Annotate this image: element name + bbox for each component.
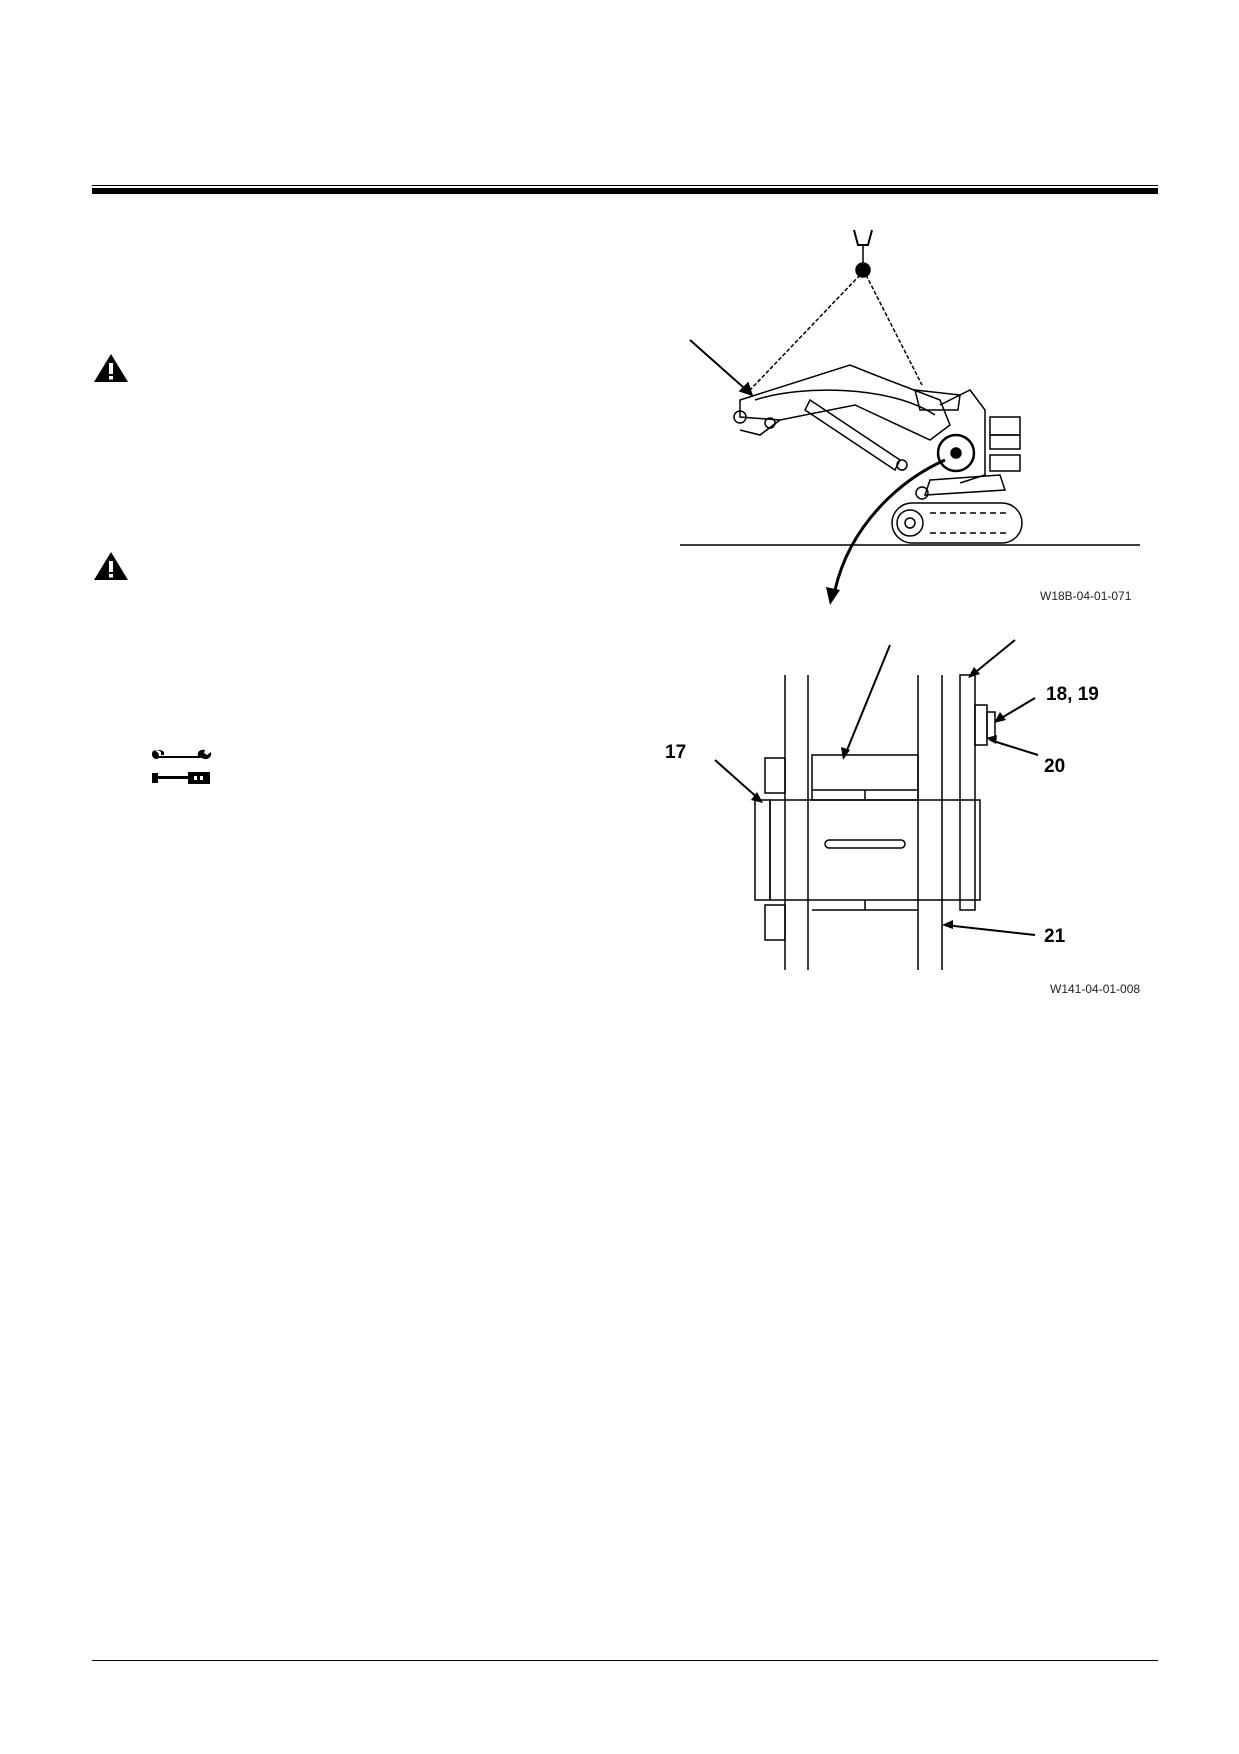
callout-21: 21 <box>1044 926 1066 947</box>
figure-caption: W141-04-01-008 <box>1050 982 1141 996</box>
warning-triangle-icon <box>94 552 128 580</box>
wrench-icon <box>152 749 212 760</box>
warning-triangle-icon <box>94 354 128 382</box>
pin-detail-drawing <box>714 639 1039 970</box>
excavator-figure: W18B-04-01-071 <box>660 225 1150 610</box>
footer-rule <box>92 1660 1158 1661</box>
pin-detail-figure: 18, 19 20 17 21 W141-04-01-008 <box>660 630 1150 1000</box>
callout-18-19: 18, 19 <box>1046 684 1099 705</box>
excavator-drawing <box>680 229 1140 605</box>
header-rule-thick <box>92 188 1158 194</box>
callout-20: 20 <box>1044 756 1066 777</box>
header-rule-thin <box>92 185 1158 186</box>
torque-wrench-icon <box>152 772 210 784</box>
callout-17: 17 <box>665 742 687 763</box>
figure-caption: W18B-04-01-071 <box>1040 589 1132 603</box>
